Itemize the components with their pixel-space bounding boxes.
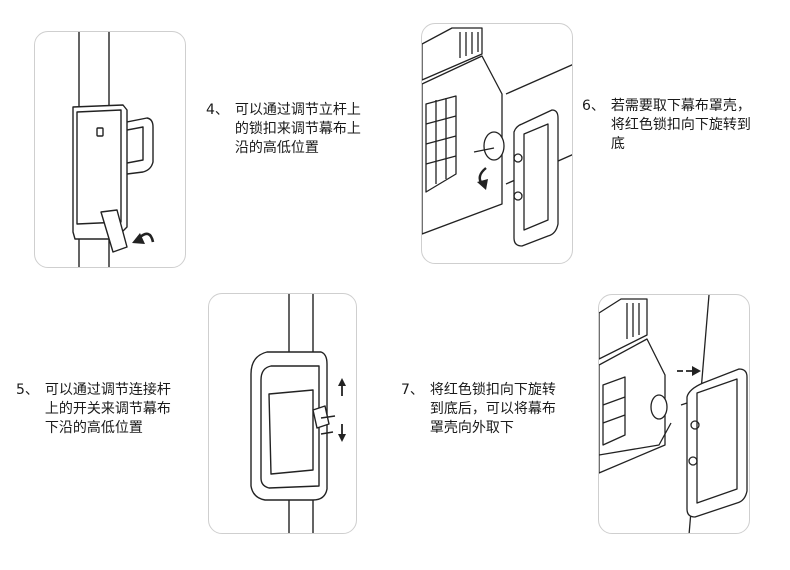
step-number: 6、: [582, 98, 605, 114]
step-text-line: 的锁扣来调节幕布上: [234, 121, 361, 137]
step-number: 5、: [16, 382, 39, 398]
step-text-line: 将红色锁扣向下旋转到: [610, 117, 751, 133]
illustration-pole-lock: [34, 31, 186, 268]
illustration-remove-cover: [598, 294, 750, 534]
pole-lock-drawing: [72, 32, 155, 267]
step-text-line: 上的开关来调节幕布: [44, 401, 171, 417]
step-text-line: 罩壳向外取下: [429, 420, 514, 436]
step-5: 5、 可以通过调节连接杆 上的开关来调节幕布 下沿的高低位置: [16, 381, 171, 438]
step-text-line: 可以通过调节连接杆: [44, 382, 171, 398]
remove-cover-drawing: [599, 295, 748, 533]
step-number: 7、: [401, 382, 424, 398]
up-arrow-icon: [338, 378, 346, 396]
step-text-line: 若需要取下幕布罩壳，: [610, 98, 751, 114]
step-text-line: 下沿的高低位置: [44, 420, 143, 436]
down-arrow-icon: [338, 424, 346, 442]
step-4: 4、 可以通过调节立杆上 的锁扣来调节幕布上 沿的高低位置: [206, 101, 361, 158]
right-arrow-icon: [677, 366, 701, 376]
step-text-line: 底: [610, 136, 625, 152]
step-text-line: 可以通过调节立杆上: [234, 102, 361, 118]
step-6: 6、 若需要取下幕布罩壳， 将红色锁扣向下旋转到 底: [582, 97, 751, 154]
step-text-line: 沿的高低位置: [234, 140, 319, 156]
step-number: 4、: [206, 102, 229, 118]
step-text-line: 将红色锁扣向下旋转: [429, 382, 556, 398]
rotate-arrow-icon: [132, 232, 155, 244]
cover-lock-drawing: [422, 27, 572, 247]
illustration-cover-lock: [421, 23, 573, 264]
step-text-line: 到底后，可以将幕布: [429, 401, 556, 417]
rod-switch-drawing: [250, 294, 346, 533]
illustration-rod-switch: [208, 293, 357, 534]
rotate-arrow-icon: [477, 167, 488, 190]
step-7: 7、 将红色锁扣向下旋转 到底后，可以将幕布 罩壳向外取下: [401, 381, 556, 438]
